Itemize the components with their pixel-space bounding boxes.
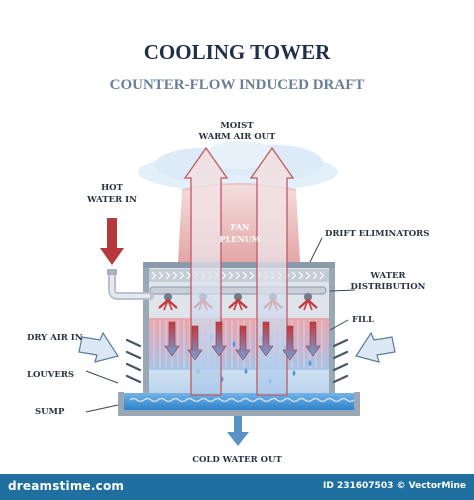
label-hot-water-2: WATER IN (86, 195, 137, 205)
label-louvers: LOUVERS (27, 370, 74, 380)
label-moist-air-2: WARM AIR OUT (198, 132, 276, 142)
label-hot-water: HOT (101, 183, 123, 193)
brand-logo-text[interactable]: dreamstime.com (8, 479, 125, 493)
label-moist-air: MOIST (220, 121, 254, 131)
image-credit: ID 231607503 © VectorMine (323, 481, 466, 491)
label-fill: FILL (352, 315, 374, 325)
water-droplet (232, 341, 236, 347)
label-fan-plenum-2: PLENUM (220, 234, 261, 244)
spray-nozzle-icon (158, 293, 178, 311)
dry-air-arrow (355, 331, 396, 363)
louver-slat (332, 350, 349, 360)
louver-slat (125, 338, 142, 348)
dry-air-arrow (78, 331, 119, 363)
label-dry-air-in: DRY AIR IN (27, 333, 83, 343)
fill-media (149, 318, 329, 370)
moist-air-arrow (183, 146, 229, 396)
falling-water-arrow (258, 321, 274, 357)
falling-water-arrow (235, 325, 251, 361)
diagram-canvas: COOLING TOWER COUNTER-FLOW INDUCED DRAFT (27, 40, 429, 465)
label-sump: SUMP (35, 407, 65, 417)
louver-slat (125, 362, 142, 372)
sump-basin (118, 392, 360, 416)
sump-water-ripples (129, 397, 355, 403)
page-subtitle: COUNTER-FLOW INDUCED DRAFT (110, 77, 365, 93)
spray-nozzle-icon (228, 293, 248, 311)
cold-water-arrow (227, 416, 249, 446)
water-distribution-pipe (149, 286, 327, 295)
falling-water-arrow (164, 321, 180, 357)
label-cold-water-out: COLD WATER OUT (192, 455, 282, 465)
falling-water-arrow (282, 325, 298, 361)
louver-slat (332, 338, 349, 348)
water-droplet (292, 370, 296, 376)
leader-lines (85, 237, 356, 413)
hot-water-arrow (100, 218, 124, 265)
falling-water-arrow (187, 325, 203, 361)
louver-slat (125, 374, 142, 384)
label-drift-eliminators: DRIFT ELIMINATORS (325, 229, 429, 239)
spray-nozzle-icon (298, 293, 318, 311)
louver-slat (332, 362, 349, 372)
louvers (125, 338, 349, 384)
moist-air-arrow (249, 146, 295, 396)
page-title: COOLING TOWER (144, 40, 331, 64)
falling-water-arrows (164, 321, 321, 361)
labels: MOIST WARM AIR OUT HOT WATER IN FAN PLEN… (27, 121, 429, 465)
falling-water-arrow (211, 321, 227, 357)
label-fan-plenum: FAN (231, 222, 250, 232)
louver-slat (125, 350, 142, 360)
water-droplet (244, 368, 248, 374)
falling-water-arrow (305, 321, 321, 357)
hot-water-inlet (100, 218, 154, 300)
label-water-distribution: WATER (369, 271, 406, 281)
rain-zone (149, 370, 329, 394)
louver-slat (332, 374, 349, 384)
water-droplet (308, 360, 312, 366)
footer-bar: dreamstime.com ID 231607503 © VectorMine (0, 474, 474, 500)
label-water-distribution-2: DISTRIBUTION (351, 282, 426, 292)
dry-air-arrows (78, 331, 396, 363)
